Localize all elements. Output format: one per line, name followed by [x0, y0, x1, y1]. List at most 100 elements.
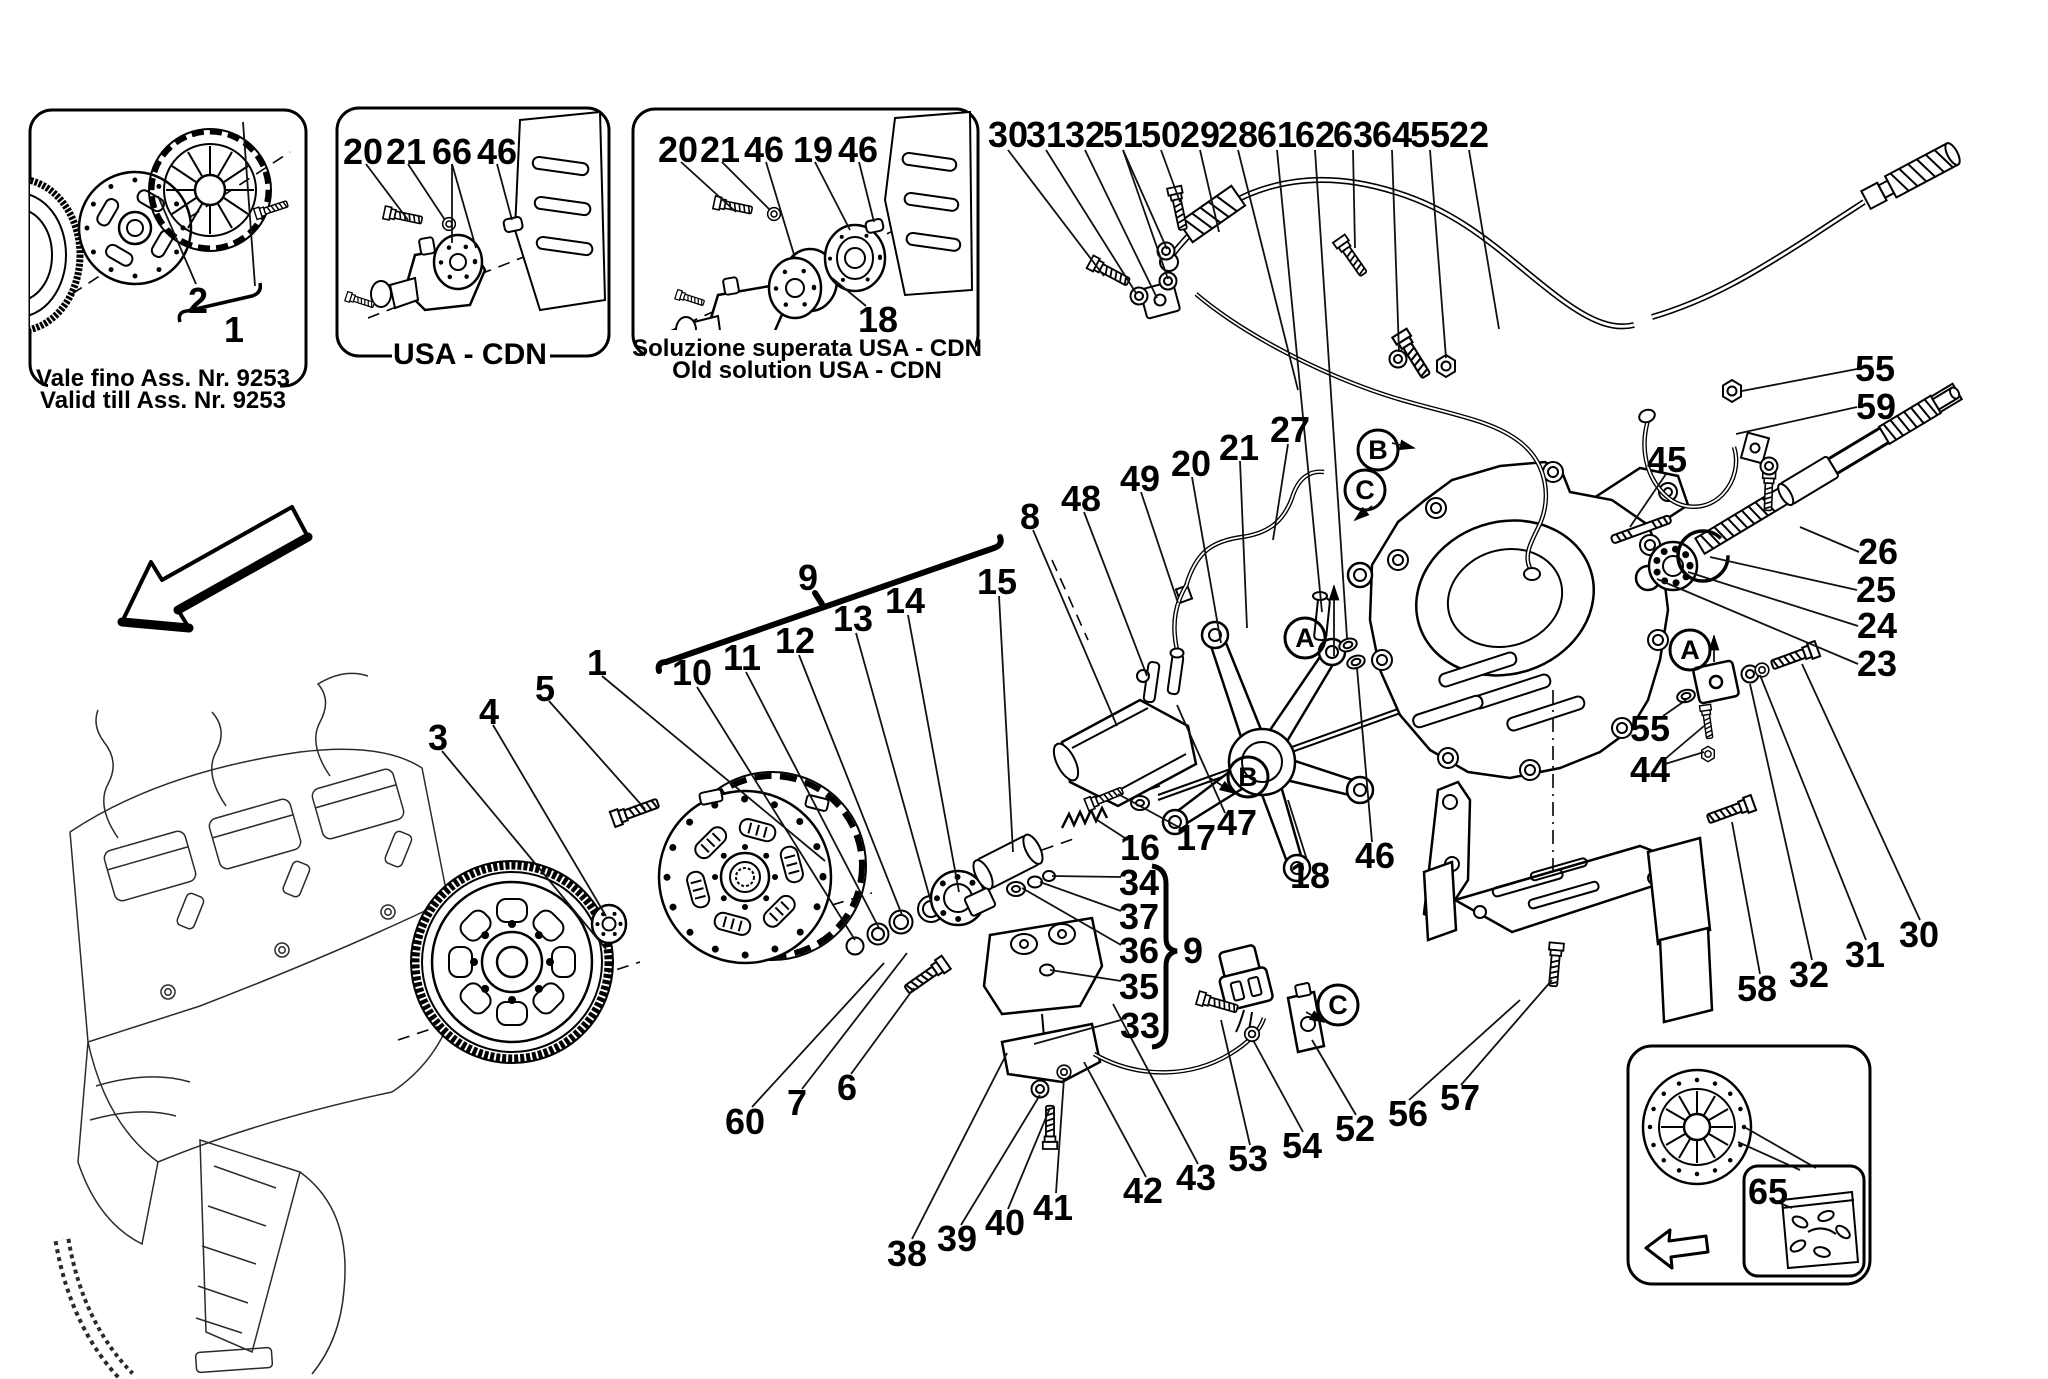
part-label: 53: [1228, 1138, 1268, 1179]
part-label: 29: [1180, 114, 1220, 155]
part-label: 1: [224, 309, 244, 350]
part-label: 42: [1123, 1170, 1163, 1211]
part-label: 40: [985, 1202, 1025, 1243]
part-label: 51: [1103, 114, 1143, 155]
part-label: 62: [1295, 114, 1335, 155]
part-label: 17: [1176, 817, 1216, 858]
part-label: 32: [1065, 114, 1105, 155]
part-label: 5: [535, 668, 555, 709]
spring-16: [1060, 805, 1109, 829]
part-label: 10: [672, 652, 712, 693]
part-label: 66: [432, 131, 472, 172]
part-label: 30: [988, 114, 1028, 155]
bolt-63: [1332, 233, 1371, 280]
letter-markers: B C A B C A: [1209, 428, 1720, 1027]
bracket-9-upper: [655, 534, 1004, 674]
bolt-5: [608, 794, 662, 828]
part-label: 31: [1845, 934, 1885, 975]
hose-end-fitting: [1859, 142, 1961, 211]
inset-valid-till: Vale fino Ass. Nr. 9253 Valid till Ass. …: [28, 108, 308, 414]
part-label: 45: [1647, 439, 1687, 480]
engine-block-sketch: [53, 672, 464, 1379]
part-label: 20: [1171, 443, 1211, 484]
nut-55-top: [1436, 354, 1456, 378]
part-label: 39: [937, 1218, 977, 1259]
washer-64: [1388, 349, 1408, 369]
washer-54: [1243, 1025, 1261, 1043]
spacer-disc: [590, 903, 628, 945]
seal-rings: [845, 895, 945, 956]
slave-cylinder: [1052, 653, 1198, 829]
part-label: 61: [1257, 114, 1297, 155]
part-label: 30: [1899, 914, 1939, 955]
part-label: 36: [1119, 930, 1159, 971]
part-label: 12: [775, 620, 815, 661]
union-block-A: [1674, 640, 1822, 763]
group-brackets: [655, 534, 1178, 1050]
part-label: 7: [787, 1082, 807, 1123]
part-label: 43: [1176, 1157, 1216, 1198]
inset-usa-cdn: USA - CDN: [335, 106, 611, 371]
part-label: 31: [1026, 114, 1066, 155]
part-label: 2: [188, 280, 208, 321]
washer-41: [1056, 1064, 1072, 1080]
bracket-1-2: [177, 282, 263, 323]
part-label: 55: [1855, 348, 1895, 389]
sensor-switch: [1195, 944, 1326, 1054]
part-label: 55: [1630, 708, 1670, 749]
part-label: 20: [658, 129, 698, 170]
part-label: 54: [1282, 1125, 1322, 1166]
part-label: 27: [1270, 409, 1310, 450]
part-label: 21: [1219, 427, 1259, 468]
spring-clip-bag: [1780, 1190, 1860, 1270]
inset3-caption-it: Soluzione superata USA - CDN: [632, 335, 982, 362]
part-label: 65: [1748, 1171, 1788, 1212]
part-label: 19: [793, 129, 833, 170]
part-label: 38: [887, 1233, 927, 1274]
part-label: 49: [1120, 458, 1160, 499]
part-label: 15: [977, 561, 1017, 602]
grommet-46: [1344, 652, 1368, 672]
bolt-6: [901, 954, 952, 998]
washer-31: [1129, 286, 1149, 306]
part-label: 4: [479, 691, 499, 732]
part-label: 26: [1858, 531, 1898, 572]
part-label: 13: [833, 598, 873, 639]
part-label: 25: [1856, 569, 1896, 610]
part-label: 34: [1119, 862, 1159, 903]
part-label: 24: [1857, 605, 1897, 646]
brace-9-right: [1151, 863, 1178, 1050]
part-label: 37: [1119, 896, 1159, 937]
pipe-59-assembly: [1638, 408, 1777, 512]
part-label: 50: [1141, 114, 1181, 155]
direction-arrow-icon: [117, 505, 313, 633]
flywheel: [410, 860, 614, 1064]
part-label: 46: [838, 129, 878, 170]
part-label: 21: [700, 129, 740, 170]
part-label: 59: [1856, 386, 1896, 427]
part-label: 57: [1440, 1077, 1480, 1118]
part-label: 11: [723, 637, 761, 678]
part-label: 28: [1218, 114, 1258, 155]
part-label: 48: [1061, 478, 1101, 519]
part-label: 46: [1355, 835, 1395, 876]
part-label: 64: [1372, 114, 1412, 155]
washer-59: [1759, 456, 1779, 476]
guide-sleeve: [972, 833, 1044, 891]
part-label: 56: [1388, 1093, 1428, 1134]
washer-51b: [1158, 271, 1178, 291]
bolt-30-top: [1085, 254, 1133, 290]
marker-letter: B: [1238, 762, 1258, 792]
support-stand: [1422, 690, 1758, 1024]
part-label: 35: [1119, 966, 1159, 1007]
part-label: 21: [386, 131, 426, 172]
part-label: 22: [1449, 114, 1489, 155]
stud-45: [1610, 514, 1672, 544]
part-label: 3: [428, 717, 448, 758]
inset1-caption-it: Vale fino Ass. Nr. 9253: [36, 365, 290, 392]
input-shaft: [1610, 382, 1964, 592]
part-label: 58: [1737, 968, 1777, 1009]
part-label: 46: [477, 131, 517, 172]
part-label: 18: [1290, 855, 1330, 896]
master-cylinder: [963, 870, 1267, 1150]
